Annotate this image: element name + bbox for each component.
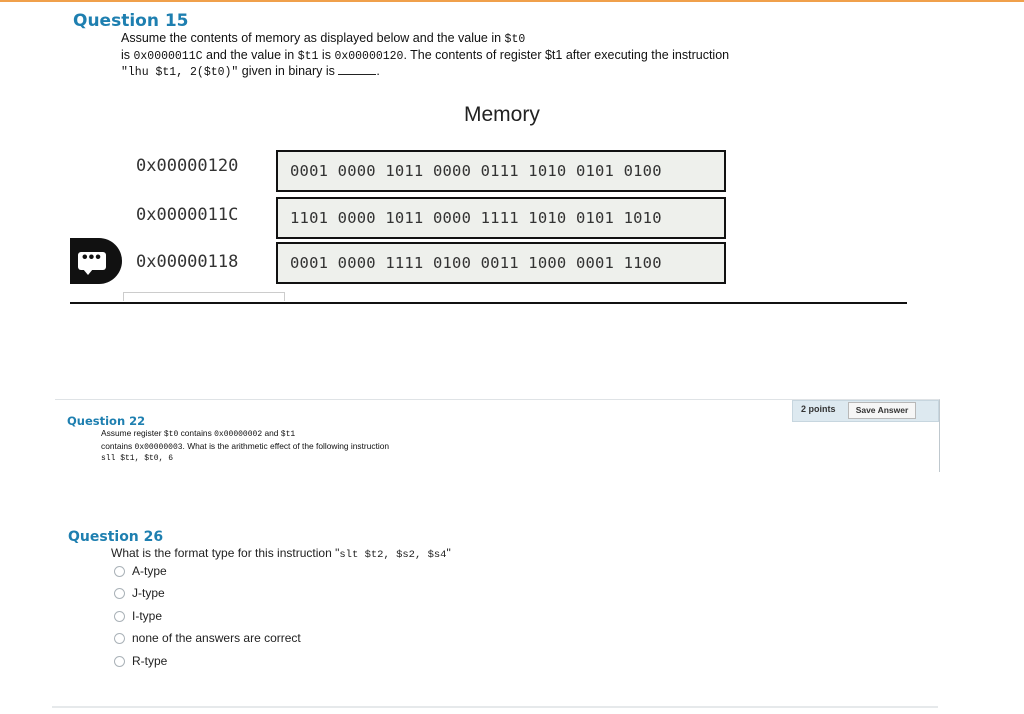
q22-t0-value: 0x00000002 — [214, 430, 263, 439]
option-label-j-type: J-type — [132, 586, 165, 600]
question-26-title: Question 26 — [68, 529, 164, 545]
q15-line1-prefix: Assume the contents of memory as display… — [121, 31, 505, 45]
option-label-a-type: A-type — [132, 564, 167, 578]
q22-line1-prefix: Assume register — [101, 428, 164, 438]
answer-blank — [338, 65, 377, 75]
q15-line2-suffix: . The contents of register $t1 after exe… — [403, 47, 730, 62]
q26-prompt-suffix: " — [446, 546, 451, 560]
q15-line2-is: is — [318, 47, 335, 62]
q22-instruction: sll $t1, $t0, 6 — [101, 453, 174, 463]
chat-message-icon — [78, 252, 106, 275]
q22-reg-t0: $t0 — [163, 430, 179, 439]
radio-j-type[interactable] — [114, 588, 125, 599]
q15-line-3: "lhu $t1, 2($t0)" given in binary is . — [121, 64, 821, 81]
option-label-i-type: I-type — [132, 609, 163, 623]
memory-address-2: 0x00000118 — [136, 252, 239, 272]
memory-address-1: 0x0000011C — [136, 205, 239, 225]
q22-reg-t1: $t1 — [280, 430, 296, 439]
q15-line-1: Assume the contents of memory as display… — [121, 31, 821, 48]
radio-a-type[interactable] — [114, 566, 125, 577]
memory-cell-1: 1101 0000 1011 0000 1111 1010 0101 1010 — [276, 197, 726, 239]
q15-t1-value: 0x00000120 — [334, 49, 404, 63]
q15-line-2: is 0x0000011C and the value in $t1 is 0x… — [121, 48, 821, 65]
q22-line-1: Assume register $t0 contains 0x00000002 … — [101, 428, 461, 441]
question-26-prompt: What is the format type for this instruc… — [111, 546, 451, 561]
save-answer-button[interactable]: Save Answer — [848, 402, 916, 419]
bottom-divider — [52, 706, 938, 708]
radio-r-type[interactable] — [114, 656, 125, 667]
question-15-divider — [70, 302, 907, 304]
q22-line2-suffix: . What is the arithmetic effect of the f… — [182, 440, 390, 451]
q22-line-2: contains 0x00000003. What is the arithme… — [101, 441, 461, 454]
memory-address-0: 0x00000120 — [136, 156, 239, 176]
question-22-panel — [55, 399, 940, 472]
q26-prompt-prefix: What is the format type for this instruc… — [111, 546, 340, 560]
points-label: 2 points — [801, 404, 836, 414]
q15-t0-value: 0x0000011C — [133, 49, 203, 63]
q15-line3-end: . — [376, 64, 380, 78]
chat-dots-icon: ••• — [82, 249, 102, 266]
radio-i-type[interactable] — [114, 611, 125, 622]
q22-t1-value: 0x00000003 — [134, 442, 183, 452]
q26-instruction: slt $t2, $s2, $s4 — [339, 549, 447, 561]
top-accent-line — [0, 0, 1024, 2]
q22-line2-prefix: contains — [101, 440, 135, 451]
question-22-title: Question 22 — [67, 414, 146, 428]
q15-line2-prefix: is — [121, 47, 134, 62]
memory-cell-0: 0001 0000 1011 0000 0111 1010 0101 0100 — [276, 150, 726, 192]
memory-cell-2: 0001 0000 1111 0100 0011 1000 0001 1100 — [276, 242, 726, 284]
radio-none-correct[interactable] — [114, 633, 125, 644]
q15-instruction: "lhu $t1, 2($t0)" — [121, 66, 239, 79]
question-22-text: Assume register $t0 contains 0x00000002 … — [101, 428, 461, 464]
q15-reg-t0: $t0 — [504, 33, 526, 46]
q15-reg-t1: $t1 — [297, 49, 319, 63]
option-label-none-correct: none of the answers are correct — [132, 631, 301, 645]
q15-line3-suffix: given in binary is — [238, 64, 335, 78]
memory-title: Memory — [464, 103, 540, 126]
q22-line1-and: and — [262, 428, 281, 438]
option-label-r-type: R-type — [132, 654, 168, 668]
q15-line2-mid: and the value in — [202, 47, 298, 62]
question-15-title: Question 15 — [73, 11, 189, 31]
q22-line1-mid: contains — [178, 428, 215, 438]
question-15-text: Assume the contents of memory as display… — [121, 31, 821, 81]
answer-box[interactable] — [123, 292, 285, 301]
